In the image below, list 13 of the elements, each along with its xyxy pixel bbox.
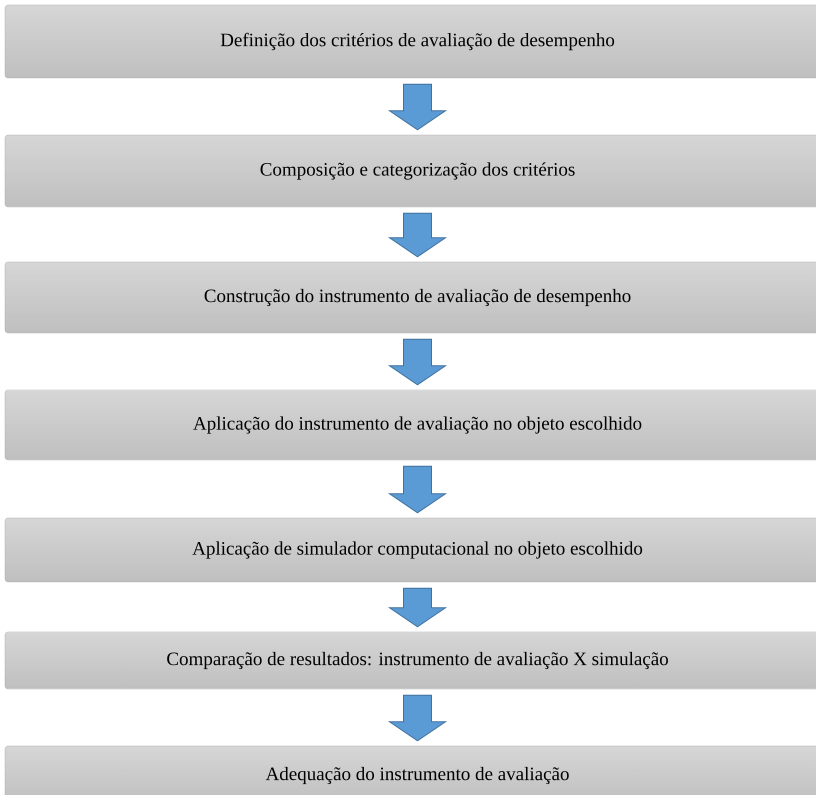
process-box: Composição e categorização dos critérios bbox=[4, 134, 816, 208]
block-arrow bbox=[388, 338, 448, 386]
process-box: Comparação de resultados: instrumento de avaliação X simulação bbox=[4, 632, 816, 690]
process-box: Aplicação de simulador computacional no objeto escolhido bbox=[4, 518, 816, 582]
process-box: Adequação do instrumento de avaliação bbox=[4, 746, 816, 795]
process-box: Construção do instrumento de avaliação de desempenho bbox=[4, 262, 816, 334]
block-arrow bbox=[388, 84, 448, 130]
process-box: Definição dos critérios de avaliação de desempenho bbox=[4, 4, 816, 78]
process-box: Aplicação do instrumento de avaliação no objeto escolhido bbox=[4, 390, 816, 460]
block-arrow bbox=[388, 212, 448, 258]
block-arrow bbox=[388, 694, 448, 742]
block-arrow bbox=[388, 466, 448, 514]
block-arrow bbox=[388, 588, 448, 628]
